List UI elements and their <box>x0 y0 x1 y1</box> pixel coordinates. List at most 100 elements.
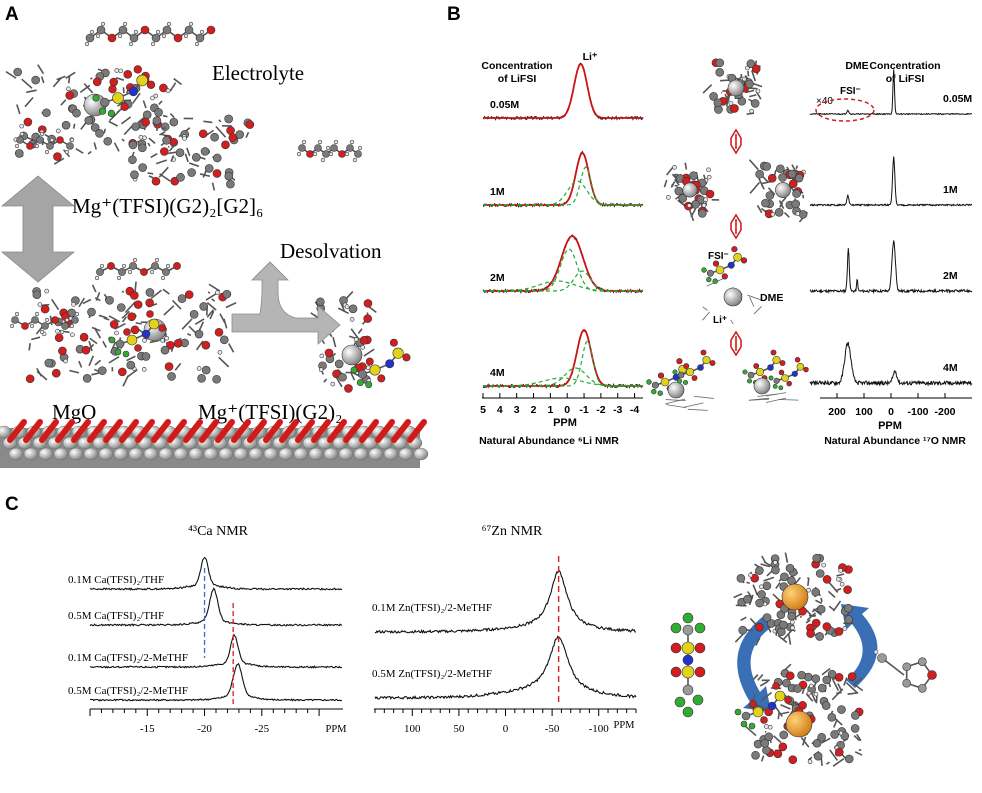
atom <box>55 328 60 334</box>
atom <box>44 288 49 294</box>
o-rod <box>311 419 331 443</box>
atom <box>821 701 831 710</box>
dme-wire <box>693 395 714 399</box>
atom <box>184 25 194 35</box>
o-rod <box>39 419 59 443</box>
atom <box>108 336 116 344</box>
li-trace-2M <box>482 234 644 294</box>
atom <box>42 108 51 118</box>
atom <box>685 367 695 377</box>
atom <box>764 732 774 742</box>
mg-atom <box>122 436 138 450</box>
atom <box>682 612 694 624</box>
mg-atom <box>143 447 159 461</box>
li-tick-label: -3 <box>613 404 622 416</box>
atom <box>128 41 134 47</box>
atom <box>61 322 69 330</box>
atom <box>152 116 162 126</box>
atom <box>774 690 786 702</box>
atom <box>837 705 846 714</box>
bond <box>72 123 76 129</box>
mg-atom <box>203 447 219 461</box>
atom <box>44 317 50 323</box>
bond <box>702 84 713 94</box>
atom <box>702 355 711 365</box>
bond <box>121 310 130 319</box>
li-fit-0.05M <box>483 63 643 119</box>
atom <box>142 110 152 120</box>
atom <box>796 362 805 371</box>
atom <box>194 41 200 47</box>
atom <box>760 739 770 748</box>
atom <box>138 163 147 172</box>
atom <box>743 594 752 604</box>
atom <box>701 267 707 273</box>
bond <box>36 367 43 377</box>
atom <box>842 626 848 631</box>
bond <box>137 116 145 124</box>
atom <box>107 33 117 43</box>
desolvated-complex <box>310 291 411 393</box>
atom <box>682 684 694 696</box>
atom <box>694 642 706 654</box>
atom <box>19 131 25 137</box>
li-header-line1: Concentration <box>481 60 552 72</box>
dme-wire <box>753 306 762 315</box>
atom <box>100 21 106 27</box>
bond <box>363 348 375 357</box>
mg-atom <box>278 447 294 461</box>
li-fit-2M <box>483 235 643 292</box>
atom <box>13 67 22 77</box>
li-component-fit <box>483 166 643 206</box>
atom <box>779 730 789 740</box>
atom <box>813 751 823 761</box>
atom <box>63 358 68 364</box>
mg-atom <box>23 447 39 461</box>
o-rod <box>71 419 91 443</box>
o-rod <box>55 419 75 443</box>
li-tick-label: 3 <box>514 404 520 416</box>
atom <box>131 122 140 131</box>
bond <box>745 89 755 94</box>
atom <box>296 151 302 157</box>
updown-arrow-icon <box>730 128 742 155</box>
atom <box>759 584 764 590</box>
atom <box>198 129 208 139</box>
atom <box>767 364 774 371</box>
atom <box>683 363 690 369</box>
atom <box>676 378 683 384</box>
o-tick-label: 100 <box>855 406 873 418</box>
bond <box>206 301 217 311</box>
atom <box>324 348 334 358</box>
li-tick-label: -1 <box>579 404 588 416</box>
dme-wire <box>683 402 704 408</box>
atom <box>812 738 822 748</box>
bond <box>780 703 791 710</box>
atom <box>95 129 104 138</box>
o-tick-label: 0 <box>888 406 894 418</box>
dme-wire <box>665 398 686 405</box>
mg-atom <box>338 447 354 461</box>
atom <box>709 360 716 366</box>
bond <box>181 318 193 330</box>
atom <box>768 375 774 381</box>
atom <box>773 749 783 759</box>
bond <box>198 321 205 331</box>
atom <box>369 364 381 376</box>
bond <box>16 104 21 115</box>
atom <box>126 334 138 346</box>
atom <box>755 88 761 94</box>
atom <box>786 380 792 387</box>
atom <box>133 65 142 74</box>
atom <box>151 262 159 270</box>
ca-trace-label: 0.5M Ca(TFSI)₂/2-MeTHF <box>68 685 188 697</box>
atom <box>183 33 189 39</box>
atom <box>314 144 322 152</box>
bond <box>137 125 142 130</box>
bond <box>169 82 177 92</box>
bond <box>207 291 211 294</box>
atom <box>844 603 853 613</box>
bond <box>82 298 92 305</box>
